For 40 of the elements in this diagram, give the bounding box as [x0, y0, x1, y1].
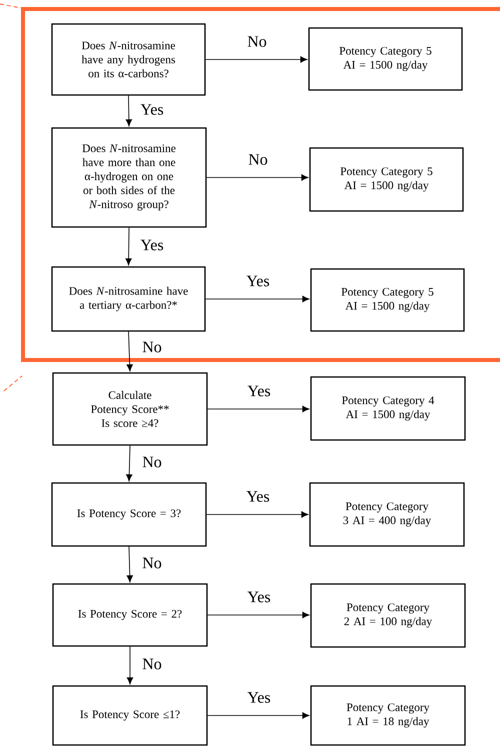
- question-box: Calculate Potency Score** Is score ≥4?: [52, 372, 208, 446]
- edge-label: Yes: [245, 274, 271, 288]
- result-box: Potency Category 3 AI = 400 ng/day: [309, 482, 465, 547]
- arrow: [207, 612, 310, 618]
- arrow: [126, 546, 133, 582]
- arrow: [126, 445, 132, 482]
- question-box: Is Potency Score = 2?: [52, 583, 208, 647]
- edge-label: Yes: [245, 490, 271, 503]
- result-box: Potency Category 5 AI = 1500 ng/day: [308, 27, 463, 91]
- edge-label: Yes: [139, 238, 165, 252]
- arrow: [205, 56, 308, 63]
- edge-label: Yes: [246, 590, 272, 604]
- question-box: Does N-nitrosamine have a tertiary α-carbon?*: [51, 266, 206, 332]
- arrow: [206, 174, 308, 181]
- question-box: Does N-nitrosamine have any hydrogens on its α-carbons?: [51, 23, 206, 96]
- edge-label: Yes: [139, 103, 165, 116]
- arrow: [207, 406, 310, 412]
- edge-label: No: [141, 456, 163, 468]
- edge-label: No: [246, 35, 268, 48]
- edge-label: No: [247, 153, 269, 166]
- edge-label: No: [141, 556, 163, 570]
- arrow: [207, 712, 310, 719]
- result-box: Potency Category 5 AI = 1500 ng/day: [310, 268, 465, 332]
- arrow: [206, 511, 308, 518]
- edge-label: Yes: [246, 691, 272, 704]
- question-box: Is Potency Score ≤1?: [52, 685, 208, 746]
- arrow: [126, 646, 134, 684]
- result-box: Potency Category 4 AI = 1500 ng/day: [310, 376, 466, 441]
- arrow: [205, 296, 310, 302]
- arrow: [125, 227, 132, 266]
- result-box: Potency Category 5 AI = 1500 ng/day: [309, 147, 464, 212]
- edge-label: Yes: [246, 384, 272, 398]
- question-box: Is Potency Score = 3?: [51, 482, 207, 547]
- result-box: Potency Category 2 AI = 100 ng/day: [310, 583, 466, 648]
- question-box: Does N-nitrosamine have more than one α-hydrogen on one or both sides of the N-nitroso group?: [51, 127, 207, 228]
- edge-label: No: [141, 340, 163, 354]
- arrow: [126, 331, 133, 372]
- result-box: Potency Category 1 AI = 18 ng/day: [310, 685, 466, 746]
- arrow: [126, 95, 132, 126]
- edge-label: No: [141, 658, 163, 670]
